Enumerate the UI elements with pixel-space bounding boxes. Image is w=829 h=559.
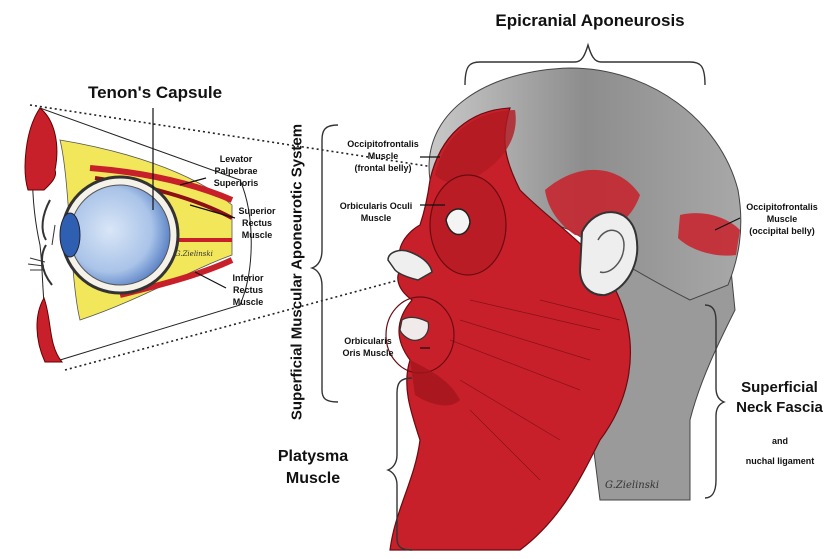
platysma-line-2: Muscle [268, 468, 358, 490]
oculi-line-1: Orbicularis Oculi [330, 200, 422, 212]
oris-line-1: Orbicularis [333, 335, 403, 347]
label-smas: Superficial Muscular Aponeurotic System [289, 124, 306, 420]
nuchal-text: nuchal ligament [734, 455, 826, 467]
label-neck-fascia: Superficial Neck Fascia [730, 378, 829, 419]
neck-and-text: and [760, 435, 800, 447]
occipital-line-1: Occipitofrontalis [738, 201, 826, 213]
epicranial-text: Epicranial Aponeurosis [490, 10, 690, 33]
label-orbicularis-oris: Orbicularis Oris Muscle [333, 335, 403, 359]
platysma-line-1: Platysma [268, 446, 358, 468]
artist-signature-eye: G.Zielinski [175, 250, 213, 258]
label-occipitofrontalis-frontal: Occipitofrontalis Muscle (frontal belly) [340, 138, 426, 174]
artist-signature-head: G.Zielinski [605, 480, 659, 491]
inferior-rectus-line-1: Inferior [223, 272, 273, 284]
occipital-line-2: Muscle [738, 213, 826, 225]
tenon-text: Tenon's Capsule [80, 82, 230, 105]
label-occipitofrontalis-occipital: Occipitofrontalis Muscle (occipital bell… [738, 201, 826, 237]
label-neck-and: and [760, 435, 800, 447]
levator-line-2: Palpebrae [206, 165, 266, 177]
neck-fascia-line-2: Neck Fascia [730, 398, 829, 418]
frontal-line-2: Muscle [340, 150, 426, 162]
label-epicranial-aponeurosis: Epicranial Aponeurosis [490, 10, 690, 33]
label-orbicularis-oculi: Orbicularis Oculi Muscle [330, 200, 422, 224]
label-platysma: Platysma Muscle [268, 446, 358, 489]
superior-rectus-line-2: Rectus [232, 217, 282, 229]
eye-cross-section [25, 108, 251, 362]
oris-line-2: Oris Muscle [333, 347, 403, 359]
neck-fascia-line-1: Superficial [730, 378, 829, 398]
inferior-rectus-line-2: Rectus [223, 284, 273, 296]
label-nuchal-ligament: nuchal ligament [734, 455, 826, 467]
label-inferior-rectus: Inferior Rectus Muscle [223, 272, 273, 308]
superior-rectus-line-3: Muscle [232, 229, 282, 241]
head-illustration [386, 68, 741, 550]
frontal-line-1: Occipitofrontalis [340, 138, 426, 150]
label-levator: Levator Palpebrae Superioris [206, 153, 266, 189]
occipital-line-3: (occipital belly) [738, 225, 826, 237]
smas-text: Superficial Muscular Aponeurotic System [289, 124, 306, 420]
label-tenons-capsule: Tenon's Capsule [80, 82, 230, 105]
inferior-rectus-line-3: Muscle [223, 296, 273, 308]
oculi-line-2: Muscle [330, 212, 422, 224]
label-superior-rectus: Superior Rectus Muscle [232, 205, 282, 241]
levator-line-1: Levator [206, 153, 266, 165]
frontal-line-3: (frontal belly) [340, 162, 426, 174]
superior-rectus-line-1: Superior [232, 205, 282, 217]
levator-line-3: Superioris [206, 177, 266, 189]
